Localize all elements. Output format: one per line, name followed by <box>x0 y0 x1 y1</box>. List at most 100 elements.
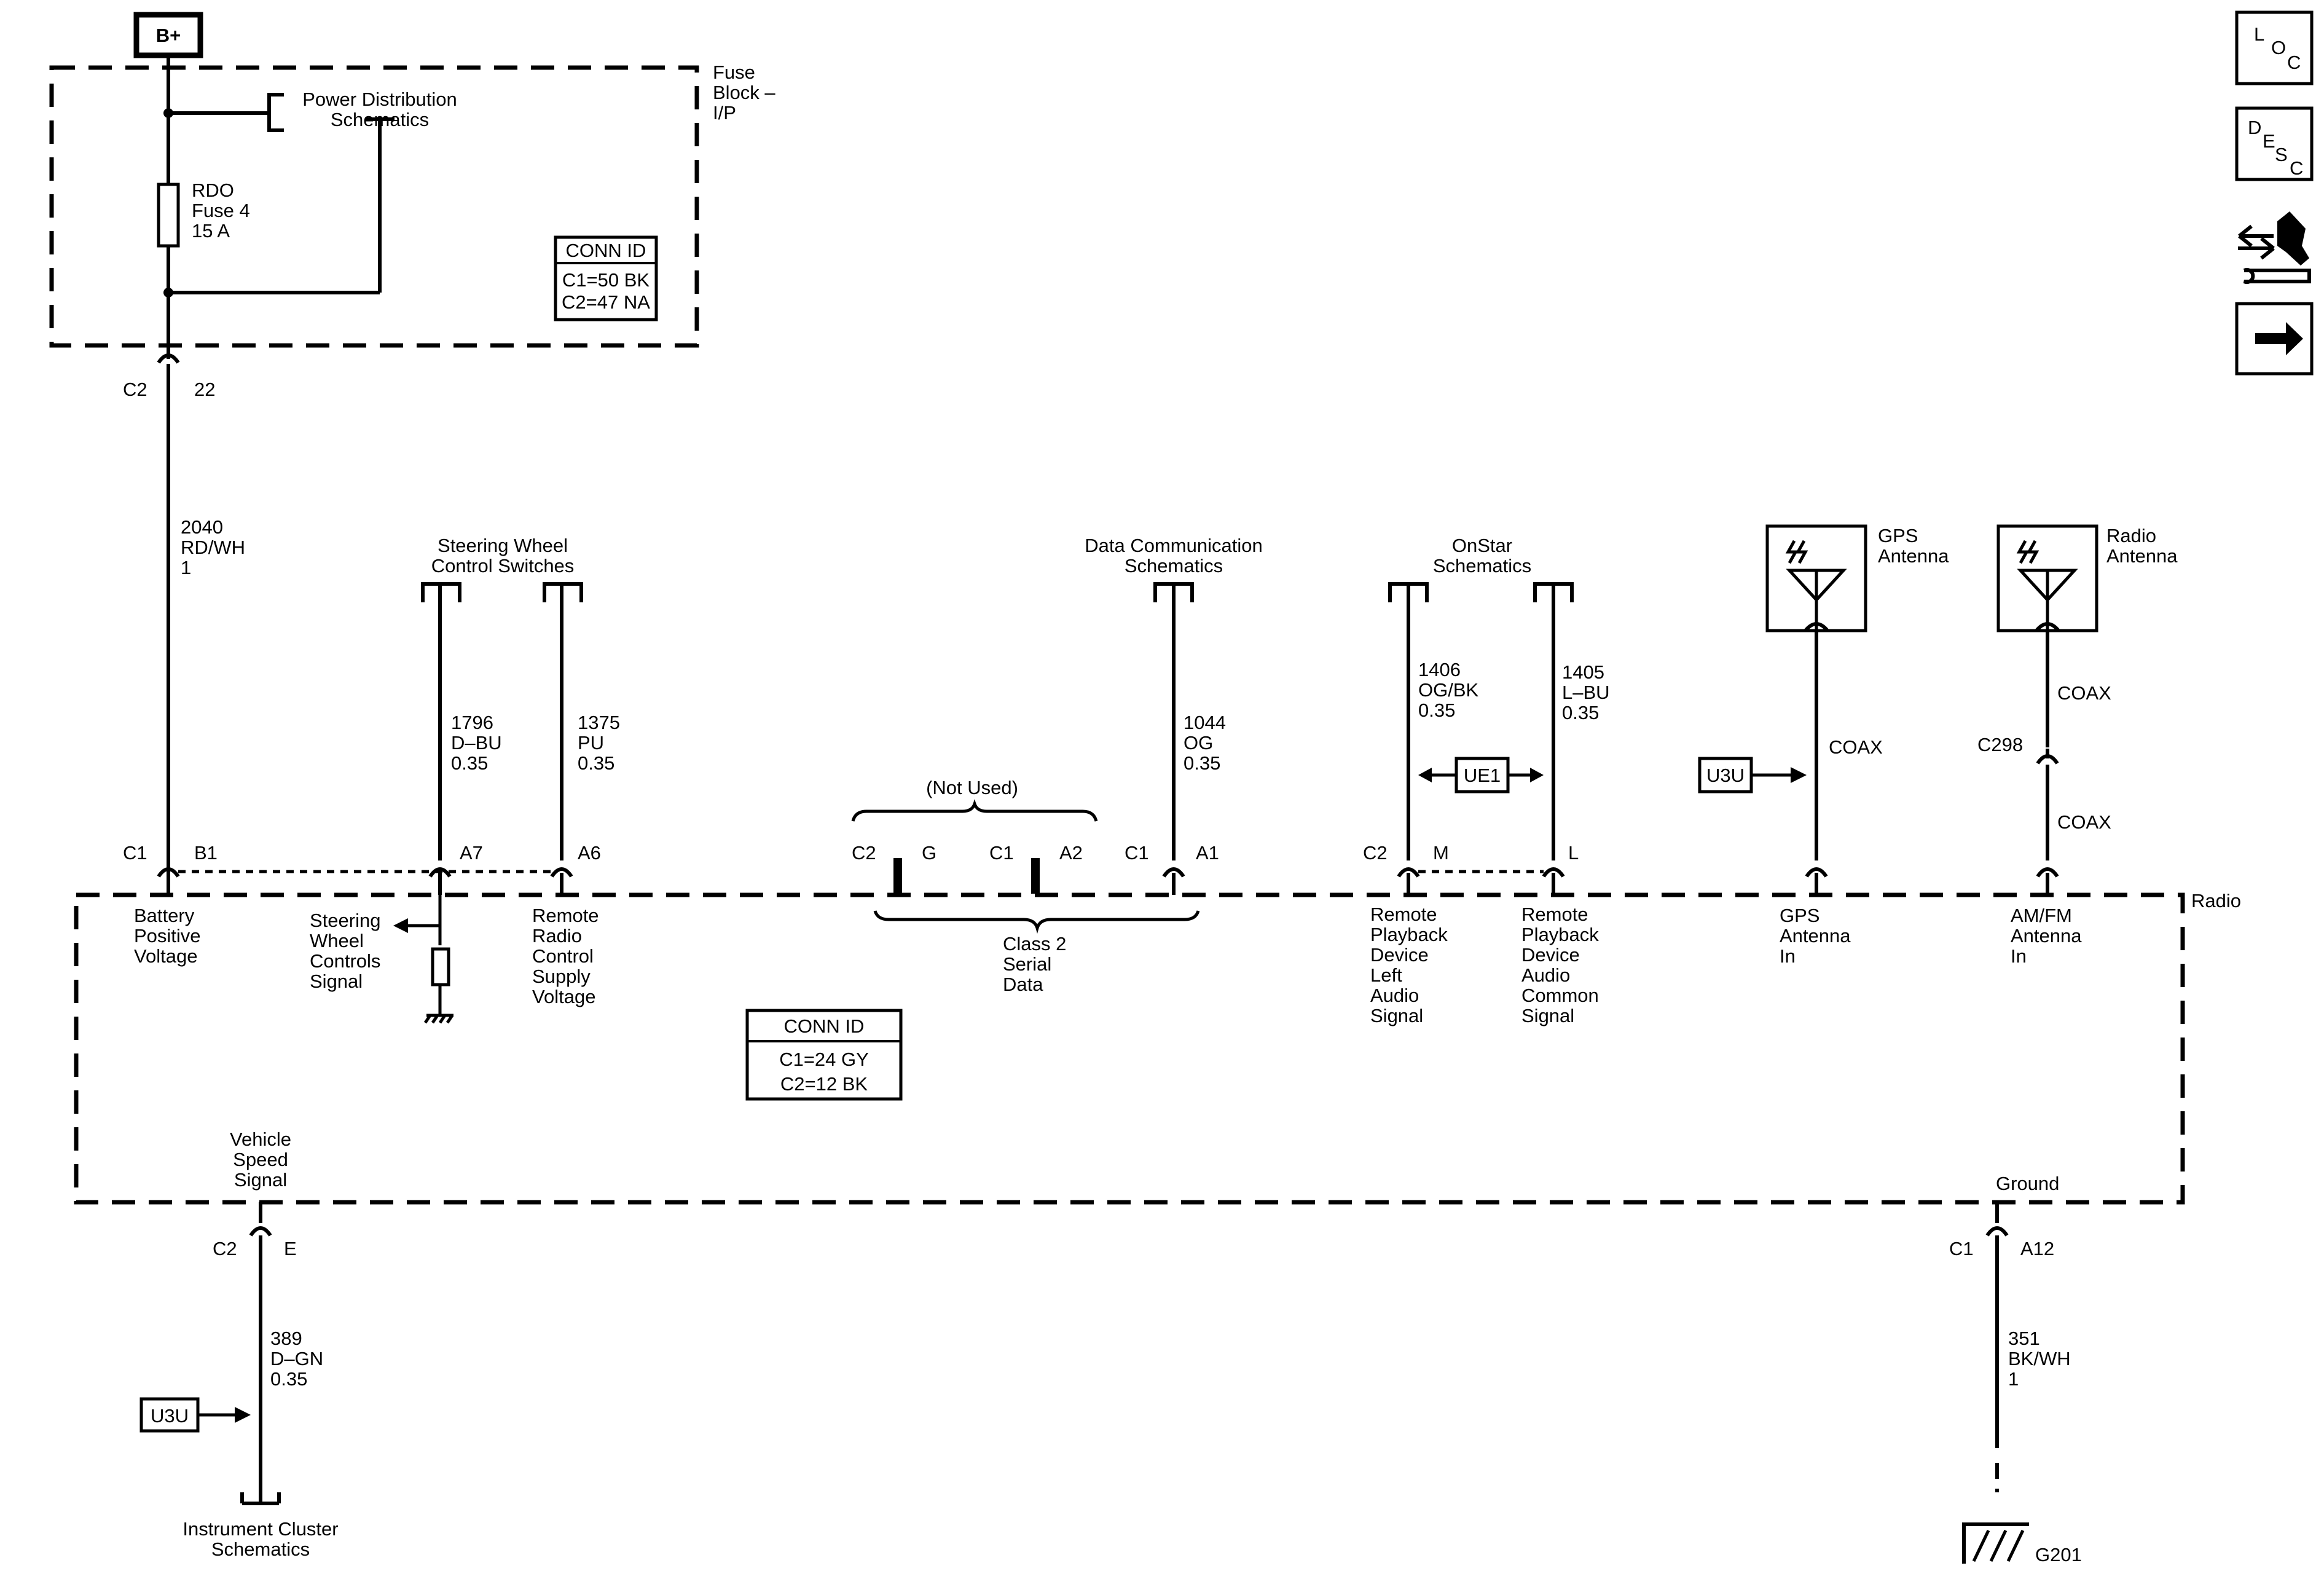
description-view-button[interactable]: D E S C <box>2235 106 2314 181</box>
svg-text:COAX: COAX <box>2057 682 2111 704</box>
fuse-block-conn-id-table: CONN ID C1=50 BK C2=47 NA <box>554 235 658 321</box>
svg-text:Remote: Remote <box>1370 904 1437 925</box>
svg-text:22: 22 <box>194 379 215 400</box>
power-distribution-reference[interactable]: Power Distribution Schematics <box>302 89 457 130</box>
svg-text:OnStar: OnStar <box>1452 535 1512 556</box>
radio-antenna-label: Radio Antenna <box>2106 525 2178 567</box>
svg-text:A2: A2 <box>1059 842 1083 864</box>
svg-text:Steering Wheel: Steering Wheel <box>438 535 568 556</box>
svg-text:2040: 2040 <box>181 516 223 538</box>
gps-antenna-in-label: GPS Antenna In <box>1780 905 1851 967</box>
svg-text:B1: B1 <box>194 842 218 864</box>
svg-text:GPS: GPS <box>1878 525 1918 546</box>
instrument-cluster-reference[interactable]: Instrument Cluster Schematics <box>183 1518 338 1560</box>
svg-text:Antenna: Antenna <box>2011 925 2082 947</box>
svg-text:Positive: Positive <box>134 925 201 947</box>
gps-coax-label: COAX <box>1829 736 1883 758</box>
next-page-button[interactable] <box>2235 302 2314 376</box>
radio-antenna-component <box>1996 524 2098 632</box>
svg-text:Control: Control <box>532 945 594 967</box>
svg-text:Audio: Audio <box>1521 964 1570 986</box>
pin-e: C2 E <box>213 1202 297 1259</box>
pin-a2: C1 A2 <box>989 842 1083 894</box>
svg-text:In: In <box>1780 945 1796 967</box>
pin-m: C2 M <box>1363 842 1449 895</box>
svg-text:Serial: Serial <box>1003 953 1051 975</box>
u3u-vss-label: U3U <box>151 1405 189 1427</box>
svg-text:Fuse 4: Fuse 4 <box>192 200 250 221</box>
vehicle-speed-signal-label: Vehicle Speed Signal <box>230 1128 291 1191</box>
svg-text:C1: C1 <box>123 842 147 864</box>
bplus-label: B+ <box>156 25 181 46</box>
battery-positive-voltage-label: Battery Positive Voltage <box>134 905 201 967</box>
svg-text:C2: C2 <box>1363 842 1388 864</box>
svg-text:Voltage: Voltage <box>134 945 197 967</box>
svg-text:Device: Device <box>1370 944 1429 966</box>
svg-text:Control Switches: Control Switches <box>431 555 575 577</box>
radio-conn-id-table: CONN ID C1=24 GY C2=12 BK <box>745 1009 903 1101</box>
svg-text:1: 1 <box>181 557 191 578</box>
connector-repair-icon[interactable] <box>2238 211 2311 284</box>
svg-text:G: G <box>922 842 936 864</box>
pin-l: L <box>1542 842 1579 895</box>
svg-text:Instrument Cluster: Instrument Cluster <box>183 1518 338 1540</box>
svg-text:In: In <box>2011 945 2027 967</box>
svg-text:Antenna: Antenna <box>1780 925 1851 947</box>
pin-a7: A7 <box>428 842 483 895</box>
svg-text:Voltage: Voltage <box>532 986 595 1007</box>
svg-text:Common: Common <box>1521 985 1599 1006</box>
svg-text:Class 2: Class 2 <box>1003 933 1066 955</box>
svg-text:Remote: Remote <box>1521 904 1588 925</box>
svg-text:351: 351 <box>2008 1328 2040 1349</box>
svg-text:Signal: Signal <box>1521 1005 1574 1026</box>
svg-text:C2=47 NA: C2=47 NA <box>562 291 650 313</box>
steering-wheel-controls-reference[interactable]: Steering Wheel Control Switches <box>431 535 575 577</box>
data-communication-reference[interactable]: Data Communication Schematics <box>1085 535 1262 577</box>
pin-amfm-in <box>2036 867 2059 895</box>
svg-text:0.35: 0.35 <box>270 1368 307 1390</box>
svg-text:1044: 1044 <box>1184 712 1226 733</box>
svg-text:RDO: RDO <box>192 179 234 201</box>
svg-text:0.35: 0.35 <box>1418 699 1455 721</box>
svg-text:L–BU: L–BU <box>1562 682 1610 703</box>
onstar-reference[interactable]: OnStar Schematics <box>1433 535 1531 577</box>
svg-text:Power Distribution: Power Distribution <box>302 89 457 110</box>
svg-text:I/P: I/P <box>713 102 736 124</box>
svg-text:C2: C2 <box>213 1238 237 1259</box>
wire-1405-label: 1405 L–BU 0.35 <box>1562 661 1610 723</box>
svg-text:Schematics: Schematics <box>331 109 429 130</box>
svg-text:Remote: Remote <box>532 905 599 926</box>
svg-text:0.35: 0.35 <box>1562 702 1599 723</box>
svg-text:C1=24 GY: C1=24 GY <box>779 1049 869 1070</box>
svg-text:C2: C2 <box>852 842 876 864</box>
location-view-button[interactable]: L O C <box>2235 10 2314 85</box>
svg-text:1406: 1406 <box>1418 659 1461 680</box>
wire-351-label: 351 BK/WH 1 <box>2008 1328 2071 1390</box>
svg-text:AM/FM: AM/FM <box>2011 905 2072 926</box>
svg-text:BK/WH: BK/WH <box>2008 1348 2071 1369</box>
svg-text:Wheel: Wheel <box>310 930 364 951</box>
svg-text:0.35: 0.35 <box>1184 752 1220 774</box>
svg-text:C1: C1 <box>989 842 1014 864</box>
svg-text:0.35: 0.35 <box>578 752 614 774</box>
svg-text:A6: A6 <box>578 842 601 864</box>
svg-text:C: C <box>2287 52 2301 73</box>
swc-internal-circuit <box>393 895 454 1024</box>
svg-text:A1: A1 <box>1196 842 1219 864</box>
svg-text:CONN ID: CONN ID <box>566 240 646 261</box>
svg-text:Speed: Speed <box>233 1149 288 1170</box>
svg-text:Signal: Signal <box>310 971 363 992</box>
svg-text:OG/BK: OG/BK <box>1418 679 1479 701</box>
amfm-antenna-in-label: AM/FM Antenna In <box>2011 905 2082 967</box>
svg-text:Signal: Signal <box>1370 1005 1423 1026</box>
svg-text:0.35: 0.35 <box>451 752 488 774</box>
remote-radio-control-supply-label: Remote Radio Control Supply Voltage <box>532 905 599 1007</box>
svg-text:Left: Left <box>1370 964 1402 986</box>
option-ue1: UE1 <box>1418 757 1544 793</box>
svg-text:CONN ID: CONN ID <box>784 1015 865 1037</box>
bplus-source: B+ <box>133 12 203 58</box>
svg-text:Data Communication: Data Communication <box>1085 535 1262 556</box>
svg-text:Audio: Audio <box>1370 985 1419 1006</box>
svg-text:C298: C298 <box>1977 734 2023 755</box>
